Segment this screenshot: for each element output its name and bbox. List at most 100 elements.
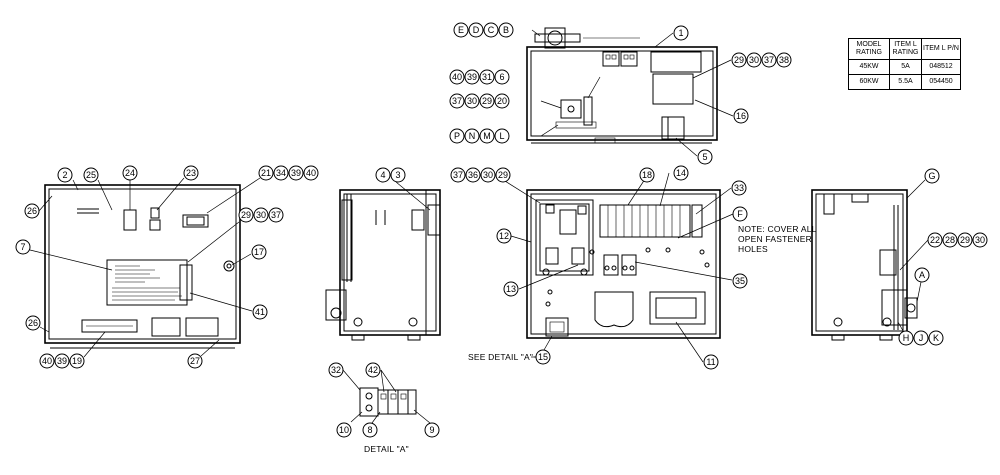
balloon-P: P <box>449 128 465 144</box>
svg-text:C: C <box>488 25 495 35</box>
balloon-18: 18 <box>639 167 655 183</box>
svg-text:30: 30 <box>483 170 493 180</box>
balloon-39b: 39 <box>288 165 304 181</box>
balloon-11: 11 <box>703 354 719 370</box>
balloon-1: 1 <box>673 25 689 41</box>
svg-text:N: N <box>469 131 476 141</box>
balloon-26a: 26 <box>24 203 40 219</box>
balloon-29d: 29 <box>495 167 511 183</box>
balloon-12: 12 <box>496 228 512 244</box>
balloon-15: 15 <box>535 349 551 365</box>
balloon-C: C <box>483 22 499 38</box>
svg-text:26: 26 <box>27 206 37 216</box>
svg-text:10: 10 <box>339 425 349 435</box>
svg-text:37: 37 <box>271 210 281 220</box>
right-side-view <box>811 189 918 341</box>
balloon-5: 5 <box>697 149 713 165</box>
front-door-view <box>44 184 241 349</box>
svg-text:37: 37 <box>452 96 462 106</box>
balloon-H: H <box>898 330 914 346</box>
balloon-F: F <box>732 206 748 222</box>
balloon-29: 29 <box>479 93 495 109</box>
svg-text:40: 40 <box>452 72 462 82</box>
balloon-B: B <box>498 22 514 38</box>
svg-text:22: 22 <box>930 235 940 245</box>
svg-text:3: 3 <box>395 170 400 180</box>
balloon-42: 42 <box>365 362 381 378</box>
balloon-17: 17 <box>251 244 267 260</box>
balloon-30c: 30 <box>253 207 269 223</box>
balloon-29e: 29 <box>957 232 973 248</box>
balloon-30b: 30 <box>746 52 762 68</box>
svg-text:18: 18 <box>642 170 652 180</box>
balloon-33: 33 <box>731 180 747 196</box>
svg-text:14: 14 <box>676 168 686 178</box>
svg-text:36: 36 <box>468 170 478 180</box>
balloon-2: 2 <box>57 167 73 183</box>
svg-text:M: M <box>483 131 491 141</box>
balloon-21: 21 <box>258 165 274 181</box>
balloon-23: 23 <box>183 165 199 181</box>
svg-text:12: 12 <box>499 231 509 241</box>
svg-text:27: 27 <box>190 356 200 366</box>
balloon-19: 19 <box>69 353 85 369</box>
svg-text:42: 42 <box>368 365 378 375</box>
table-header-pn: ITEM L P/N <box>921 38 961 60</box>
balloon-16: 16 <box>733 108 749 124</box>
table-cell: 054450 <box>921 74 961 90</box>
svg-text:6: 6 <box>499 72 504 82</box>
svg-text:E: E <box>458 25 464 35</box>
svg-text:32: 32 <box>331 365 341 375</box>
see-detail-label: SEE DETAIL "A" <box>468 352 534 362</box>
svg-text:29: 29 <box>241 210 251 220</box>
balloon-25: 25 <box>83 167 99 183</box>
svg-text:30: 30 <box>467 96 477 106</box>
svg-text:4: 4 <box>380 170 385 180</box>
svg-text:39: 39 <box>467 72 477 82</box>
balloon-26b: 26 <box>25 315 41 331</box>
balloon-E: E <box>453 22 469 38</box>
svg-text:B: B <box>503 25 509 35</box>
balloon-G: G <box>924 168 940 184</box>
svg-text:F: F <box>737 209 743 219</box>
svg-text:J: J <box>919 333 924 343</box>
svg-text:37: 37 <box>764 55 774 65</box>
table-cell: 45KW <box>848 59 890 75</box>
svg-text:39: 39 <box>57 356 67 366</box>
balloon-39: 39 <box>464 69 480 85</box>
svg-text:30: 30 <box>975 235 985 245</box>
svg-text:33: 33 <box>734 183 744 193</box>
detail-a-caption: DETAIL "A" <box>364 444 409 454</box>
svg-text:H: H <box>903 333 910 343</box>
svg-text:23: 23 <box>186 168 196 178</box>
table-cell: 5.5A <box>889 74 922 90</box>
balloon-L: L <box>494 128 510 144</box>
balloon-8: 8 <box>362 422 378 438</box>
balloon-32: 32 <box>328 362 344 378</box>
svg-text:38: 38 <box>779 55 789 65</box>
balloon-3: 3 <box>390 167 406 183</box>
balloon-27: 27 <box>187 353 203 369</box>
svg-text:P: P <box>454 131 460 141</box>
svg-text:31: 31 <box>482 72 492 82</box>
balloon-N: N <box>464 128 480 144</box>
svg-text:29: 29 <box>498 170 508 180</box>
detail-a-view <box>359 387 417 417</box>
svg-text:D: D <box>473 25 480 35</box>
balloon-30e: 30 <box>972 232 988 248</box>
svg-text:13: 13 <box>506 284 516 294</box>
balloon-6: 6 <box>494 69 510 85</box>
balloon-40b: 40 <box>303 165 319 181</box>
balloon-9: 9 <box>424 422 440 438</box>
svg-text:21: 21 <box>261 168 271 178</box>
svg-text:24: 24 <box>125 168 135 178</box>
balloon-J: J <box>913 330 929 346</box>
svg-text:39: 39 <box>291 168 301 178</box>
svg-text:K: K <box>933 333 939 343</box>
svg-text:L: L <box>499 131 504 141</box>
balloon-13: 13 <box>503 281 519 297</box>
balloon-31: 31 <box>479 69 495 85</box>
svg-text:41: 41 <box>255 307 265 317</box>
svg-text:29: 29 <box>482 96 492 106</box>
table-cell: 60KW <box>848 74 890 90</box>
